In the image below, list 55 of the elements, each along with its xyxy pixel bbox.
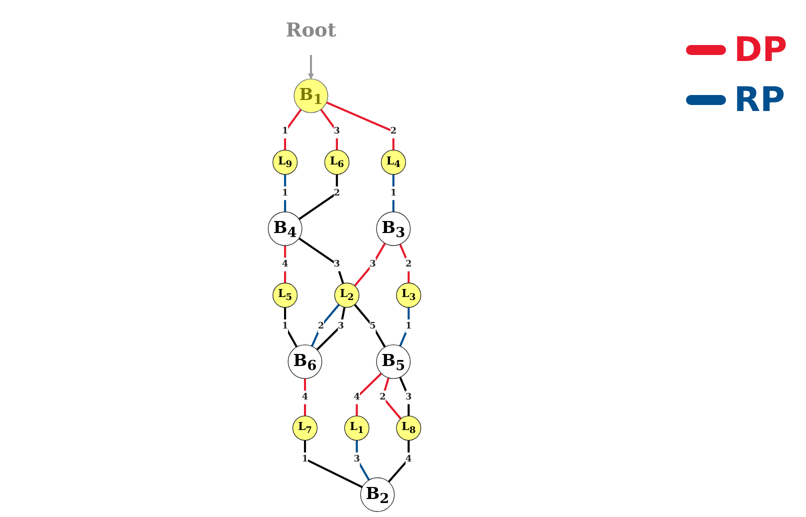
lan-circle: L$_{9}$ [272,150,298,175]
connector [304,440,363,488]
edge-label: 1 [282,188,288,198]
edge-label: 4 [354,392,360,402]
bridge-circle: B$_{6}$ [288,344,322,379]
connector [356,372,382,416]
connector [354,242,386,287]
lan-circle: L$_{8}$ [396,416,422,441]
connector [354,304,386,348]
bridge-circle: B$_{1}$ [294,78,328,114]
lan-circle: L$_{4}$ [380,150,406,175]
edge-label: 2 [334,188,340,198]
connector [298,237,344,284]
connector [326,102,394,150]
root-label: Root [286,18,336,42]
lan-circle: L$_{6}$ [324,150,350,175]
edge-label: 1 [282,126,288,136]
edge-label: 5 [370,320,376,332]
lan-circle: L$_{5}$ [272,282,298,308]
connector [310,304,340,347]
edge-label: 1 [390,188,397,198]
edge-label: 4 [302,392,308,402]
edge-label: 2 [380,392,386,402]
bridge-circle: B$_{3}$ [376,212,411,246]
edge-label: 2 [406,259,412,270]
edge-label: 3 [334,259,340,270]
arrow [308,54,314,80]
edge-label: 1 [406,320,412,332]
edge-label: 3 [338,320,344,332]
connector [316,306,346,351]
connector [399,244,410,284]
edge-label: 3 [406,392,412,402]
edge-label: 2 [318,320,324,332]
edge-label: 1 [302,454,308,464]
lan-circle: L$_{1}$ [344,416,370,441]
connector [298,174,338,220]
lan-circle: L$_{2}$ [334,282,360,308]
bridge-circle: B$_{5}$ [376,344,411,379]
legend-label: RP [734,80,786,120]
edge-label: 3 [354,454,360,464]
connector [399,376,410,416]
edge-label: 2 [390,126,397,136]
bridge-circle: B$_{2}$ [360,477,395,512]
edge-label: 3 [370,259,376,270]
edge-label: 3 [334,126,340,136]
lan-circle: L$_{7}$ [292,416,318,441]
connector [284,108,302,150]
legend-label: DP [734,30,788,70]
connector [320,108,338,150]
lan-circle: L$_{3}$ [396,282,422,308]
edge-label: 4 [282,259,288,270]
edge-label: 1 [282,320,288,332]
bridge-circle: B$_{4}$ [268,212,302,246]
edge-label: 4 [406,454,412,464]
connector [356,440,370,481]
